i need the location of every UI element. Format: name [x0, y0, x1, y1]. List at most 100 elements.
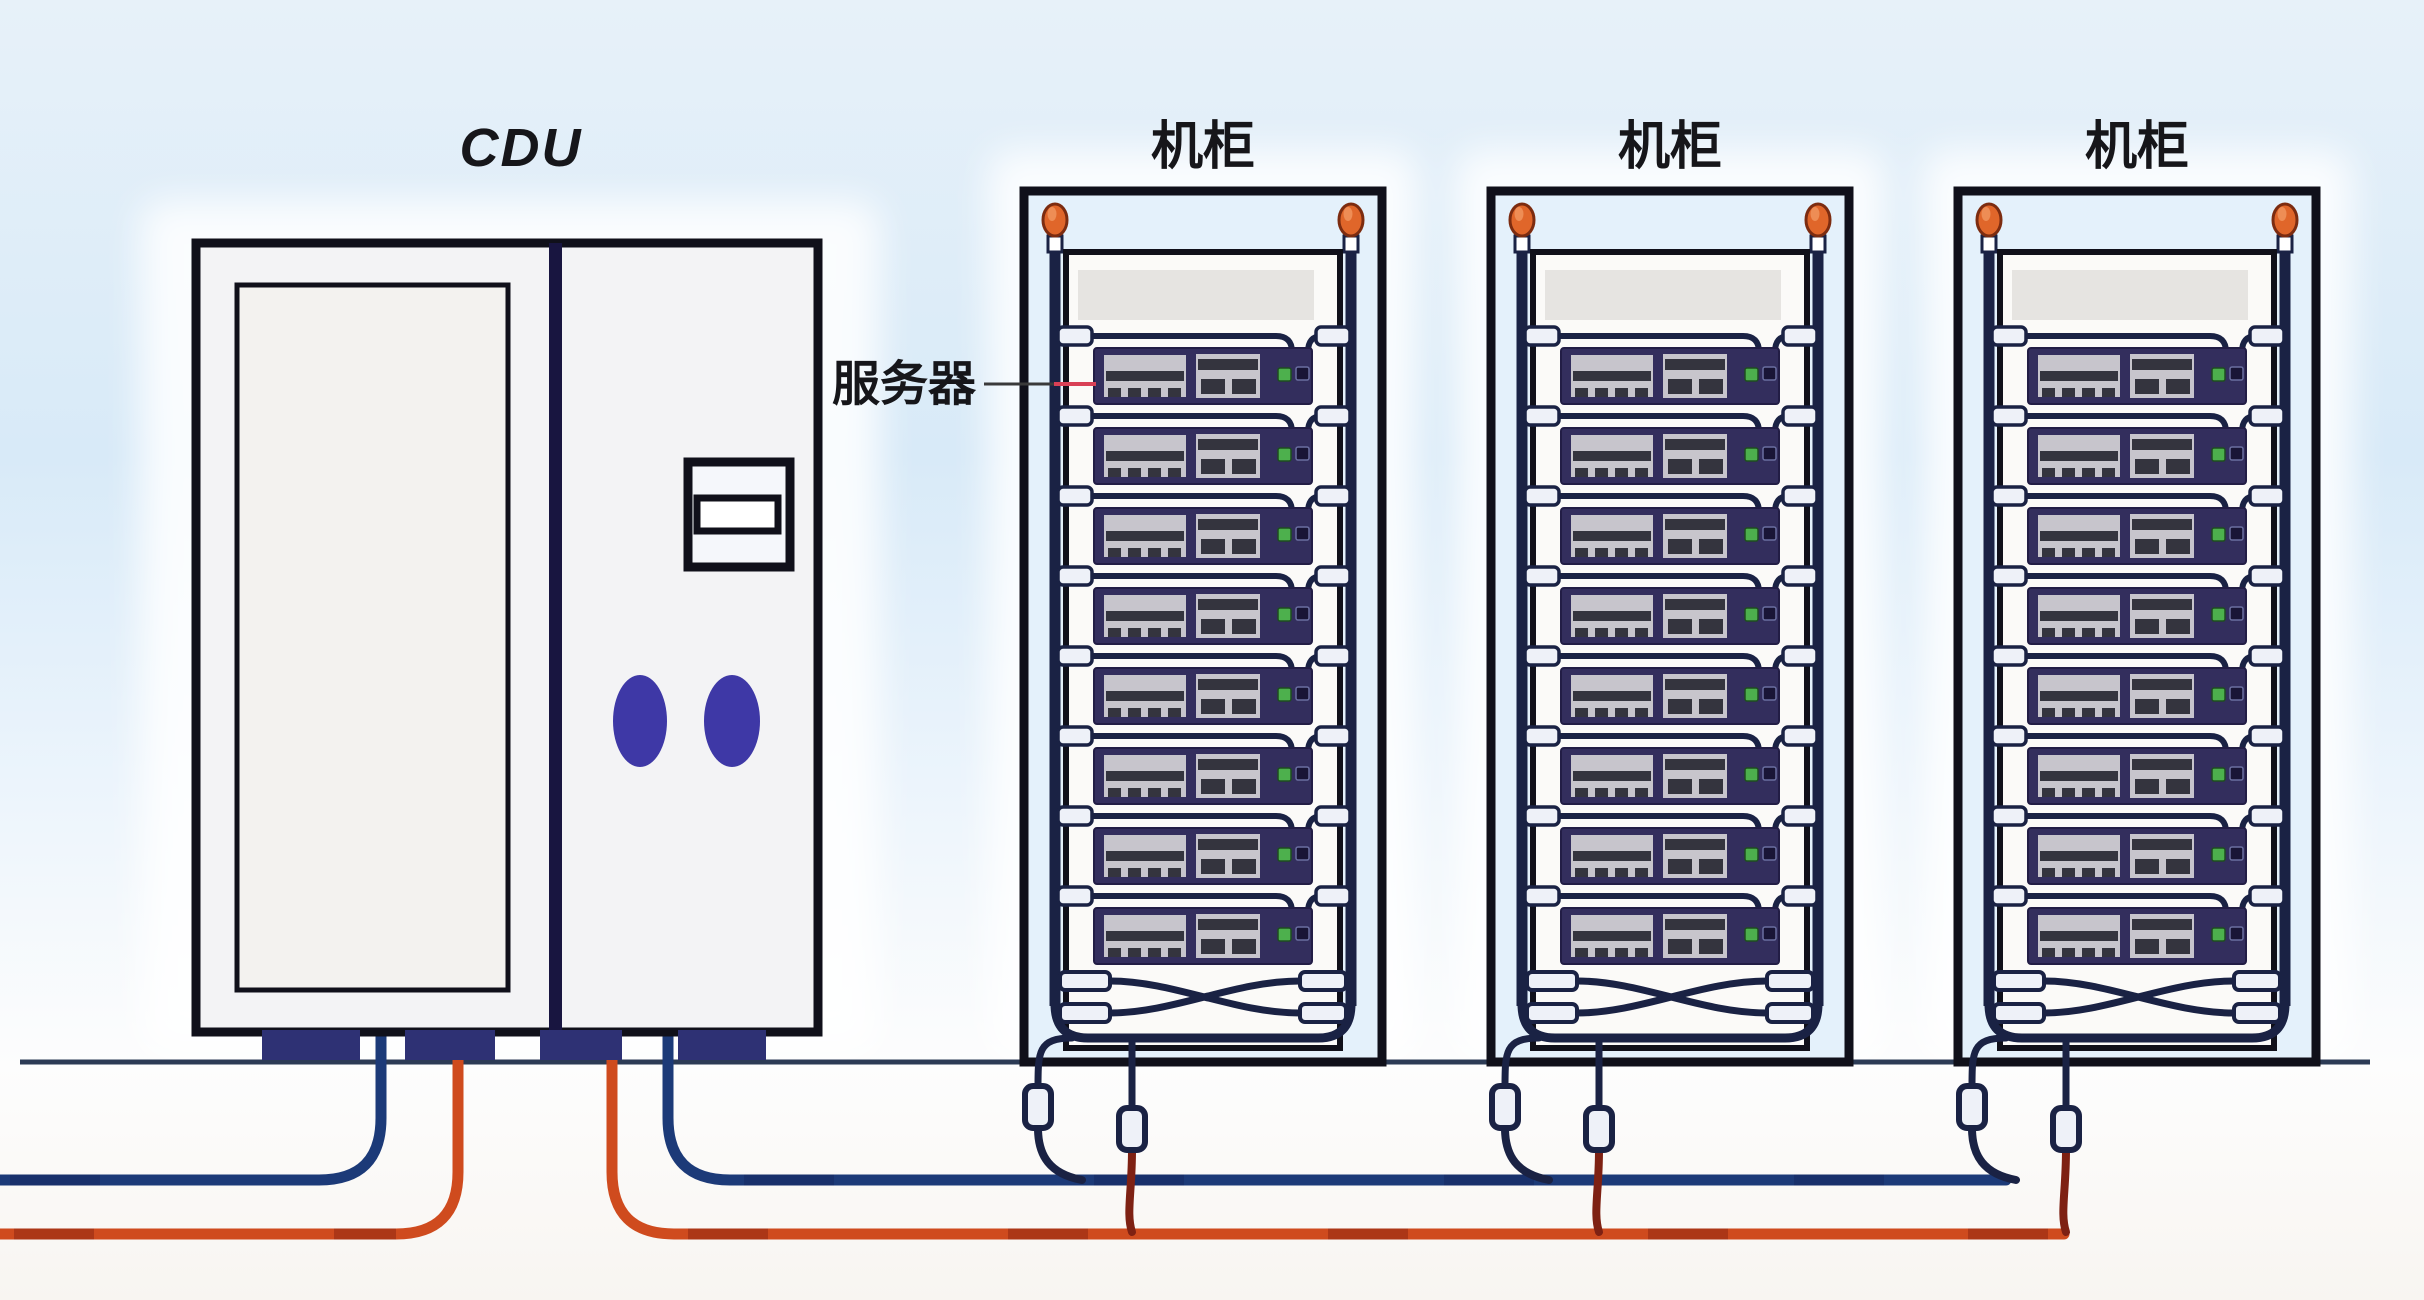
- rack-blank-panel: [1078, 270, 1314, 320]
- rack-valve-right-highlight: [1343, 207, 1353, 221]
- cdu-left-door-panel: [234, 282, 511, 993]
- server-grille-band: [1198, 919, 1258, 930]
- server-grille-band: [1665, 519, 1725, 530]
- rack-valve-right-sleeve: [1342, 234, 1360, 254]
- server-port-icon: [1762, 366, 1777, 381]
- manifold-right: [1345, 250, 1357, 1006]
- rack-valve-right-highlight: [1810, 207, 1820, 221]
- crossover-connector-tab: [1298, 970, 1348, 992]
- cold-drop-hose: [1034, 1124, 1086, 1184]
- server-grille-tick: [2062, 868, 2075, 877]
- server-led-icon: [1277, 687, 1292, 702]
- server-grille-band: [1573, 771, 1651, 781]
- quick-connector-tab: [1523, 805, 1561, 827]
- server-grille-tick: [2135, 779, 2159, 794]
- server-grille-band: [1106, 931, 1184, 941]
- server-grille-tick: [2135, 619, 2159, 634]
- server-grille-tick: [1575, 788, 1588, 797]
- quick-connector-tab: [1990, 325, 2028, 347]
- server-grille-band: [1106, 531, 1184, 541]
- quick-connector-tab: [2248, 805, 2286, 827]
- server-port-icon: [2229, 846, 2244, 861]
- server-grille-tick: [1635, 708, 1648, 717]
- server-unit: [1560, 747, 1780, 805]
- server-grille-tick: [2166, 539, 2190, 554]
- server-unit: [1560, 427, 1780, 485]
- server-port-icon: [1762, 766, 1777, 781]
- server-grille-tick: [1108, 788, 1121, 797]
- server-grille-band: [1198, 599, 1258, 610]
- rack-valve-left-highlight: [1047, 207, 1057, 221]
- server-grille-tick: [1201, 859, 1225, 874]
- server-label: 服务器: [832, 358, 977, 411]
- server-grille-tick: [1699, 539, 1723, 554]
- server-grille-band: [1106, 611, 1184, 621]
- quick-connector-tab: [2248, 725, 2286, 747]
- quick-connector-tab: [1781, 805, 1819, 827]
- manifold-right: [1812, 250, 1824, 1006]
- server-grille-tick: [1201, 619, 1225, 634]
- server-grille-tick: [1635, 788, 1648, 797]
- cdu-display-slot: [693, 494, 782, 535]
- server-grille-tick: [1575, 948, 1588, 957]
- server-grille-tick: [1595, 388, 1608, 397]
- server-unit: [2027, 507, 2247, 565]
- server-led-icon: [1744, 607, 1759, 622]
- rack-blank-panel: [1545, 270, 1781, 320]
- server-grille-tick: [1615, 788, 1628, 797]
- server-grille-tick: [1595, 948, 1608, 957]
- server-led-icon: [1744, 767, 1759, 782]
- rack-label: 机柜: [1151, 118, 1255, 176]
- cooling-pipes: [0, 1028, 2070, 1240]
- server-led-icon: [2211, 607, 2226, 622]
- server-unit: [2027, 427, 2247, 485]
- server-grille-band: [2132, 919, 2192, 930]
- server-port-icon: [1762, 686, 1777, 701]
- server-grille-band: [2132, 599, 2192, 610]
- hot-pipe-left: [0, 1058, 464, 1240]
- server-grille-tick: [2062, 468, 2075, 477]
- quick-connector-tab: [1990, 885, 2028, 907]
- hot-drop-valve: [2050, 1105, 2082, 1153]
- server-grille-band: [2132, 759, 2192, 770]
- rack-valve-left-sleeve: [1980, 234, 1998, 254]
- server-grille-band: [1106, 691, 1184, 701]
- crossover-connector-tab: [1058, 970, 1112, 992]
- server-port-icon: [2229, 526, 2244, 541]
- server-grille-tick: [1699, 379, 1723, 394]
- quick-connector-tab: [1314, 565, 1352, 587]
- server-grille-band: [1573, 531, 1651, 541]
- server-grille-tick: [1668, 779, 1692, 794]
- server-grille-tick: [1575, 468, 1588, 477]
- server-port-icon: [1762, 526, 1777, 541]
- manifold-left: [1983, 250, 1995, 1006]
- server-grille-tick: [1575, 868, 1588, 877]
- server-grille-tick: [1595, 708, 1608, 717]
- server-led-icon: [2211, 367, 2226, 382]
- server-grille-tick: [1201, 539, 1225, 554]
- server-grille-tick: [1668, 939, 1692, 954]
- server-unit: [1560, 507, 1780, 565]
- server-grille-band: [1665, 759, 1725, 770]
- crossover-connector-tab: [1058, 1002, 1112, 1024]
- server-grille-tick: [2042, 948, 2055, 957]
- server-grille-tick: [1668, 539, 1692, 554]
- cdu-unit: CDU: [191, 118, 823, 1060]
- racks-group: 机柜机柜机柜: [1019, 118, 2321, 1236]
- quick-connector-tab: [1990, 725, 2028, 747]
- crossover-connector-tab: [1992, 1002, 2046, 1024]
- cold-drop-hose: [1968, 1034, 2010, 1092]
- server-grille-tick: [2082, 788, 2095, 797]
- server-grille-tick: [1635, 948, 1648, 957]
- quick-connector-tab: [1990, 645, 2028, 667]
- server-grille-tick: [2062, 548, 2075, 557]
- server-unit: [2027, 747, 2247, 805]
- server-grille-tick: [1168, 388, 1181, 397]
- quick-connector-tab: [1523, 645, 1561, 667]
- server-grille-tick: [2166, 379, 2190, 394]
- hot-drop-valve: [1583, 1105, 1615, 1153]
- server-grille-tick: [2135, 699, 2159, 714]
- server-grille-band: [1106, 371, 1184, 381]
- server-unit: [1560, 907, 1780, 965]
